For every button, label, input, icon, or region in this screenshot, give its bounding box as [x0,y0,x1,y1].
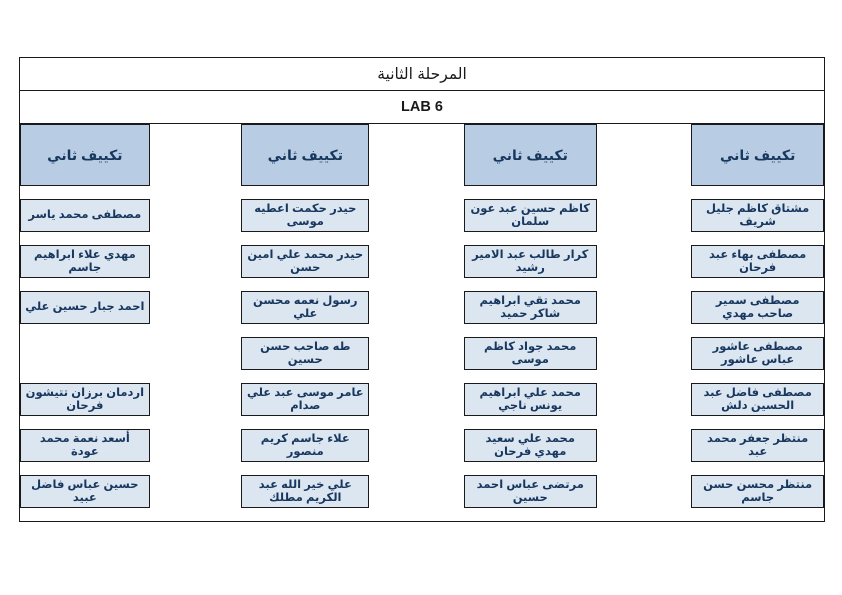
student-cell[interactable]: مصطفى فاضل عبد الحسين دلش [691,383,824,416]
student-cell[interactable]: مصطفى عاشور عباس عاشور [691,337,824,370]
student-cell[interactable]: عامر موسى عبد علي صدام [241,383,370,416]
student-cell[interactable]: كاظم حسين عبد عون سلمان [463,199,597,232]
student-cell[interactable]: اردمان برزان تتيشون فرحان [20,383,150,416]
group-header-4: تكييف ثاني [20,124,150,186]
student-cell[interactable]: محمد جواد كاظم موسى [463,337,597,370]
column-tail-spacer [241,508,369,521]
student-cell[interactable]: علاء جاسم كريم منصور [241,429,370,462]
group-header-1: تكييف ثاني [691,124,824,186]
student-cell[interactable]: طه صاحب حسن حسين [241,337,370,370]
column-tail-spacer [691,508,824,521]
group-column-1: تكييف ثاني مشتاق كاظم جليل شريف مصطفى به… [691,124,824,521]
page-title: المرحلة الثانية [377,65,467,83]
student-cell[interactable]: رسول نعمه محسن علي [241,291,370,324]
group-column-3: تكييف ثاني حيدر حكمت اعطيه موسى حيدر محم… [241,124,370,521]
student-cell[interactable]: مصطفى بهاء عبد فرحان [691,245,824,278]
student-cell[interactable]: علي خير الله عبد الكريم مطلك [241,475,370,508]
student-cell-empty[interactable] [20,337,150,370]
table-lab-row: LAB 6 [20,91,824,124]
student-cell[interactable]: محمد علي ابراهيم يونس ناجي [463,383,597,416]
student-cell[interactable]: مهدي علاء ابراهيم جاسم [20,245,150,278]
lab-label: LAB 6 [401,99,443,115]
student-cell[interactable]: حيدر محمد علي امين حسن [241,245,370,278]
student-cell[interactable]: كرار طالب عبد الامير رشيد [463,245,597,278]
student-cell[interactable]: حسين عباس فاضل عبيد [20,475,150,508]
column-tail-spacer [464,508,597,521]
student-cell[interactable]: منتظر محسن حسن جاسم [691,475,824,508]
student-cell[interactable]: مشتاق كاظم جليل شريف [691,199,824,232]
table-title-row: المرحلة الثانية [20,58,824,91]
group-columns: تكييف ثاني مشتاق كاظم جليل شريف مصطفى به… [20,124,824,521]
student-cell[interactable]: محمد تقي ابراهيم شاكر حميد [463,291,597,324]
student-cell[interactable]: حيدر حكمت اعطيه موسى [241,199,370,232]
group-header-2: تكييف ثاني [463,124,597,186]
column-tail-spacer [20,508,150,521]
group-column-2: تكييف ثاني كاظم حسين عبد عون سلمان كرار … [463,124,597,521]
student-cell[interactable]: مرتضى عباس احمد حسين [463,475,597,508]
student-cell[interactable]: مصطفى سمير صاحب مهدي [691,291,824,324]
student-cell[interactable]: احمد جبار حسين علي [20,291,150,324]
group-column-4: تكييف ثاني مصطفى محمد ياسر مهدي علاء ابر… [20,124,150,521]
student-cell[interactable]: مصطفى محمد ياسر [20,199,150,232]
student-cell[interactable]: منتظر جعفر محمد عبد [691,429,824,462]
student-cell[interactable]: محمد علي سعيد مهدي فرحان [463,429,597,462]
roster-table: المرحلة الثانية LAB 6 تكييف ثاني مشتاق ك… [19,57,825,522]
group-header-3: تكييف ثاني [241,124,370,186]
student-cell[interactable]: أسعد نعمة محمد عودة [20,429,150,462]
